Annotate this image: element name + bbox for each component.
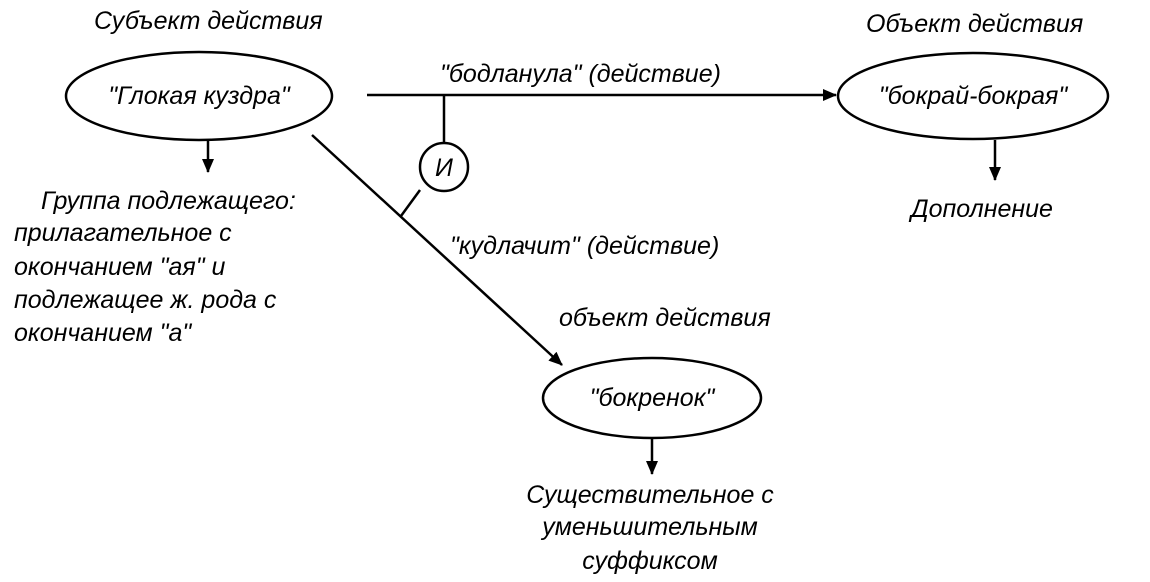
- subject-node-label: "Глокая куздра": [108, 82, 291, 110]
- subject-group-line: окончанием "а": [14, 319, 192, 347]
- noun-desc-line: Существительное с: [526, 481, 774, 509]
- junction-node-label: И: [435, 154, 453, 182]
- subject-group-line: окончанием "ая" и: [14, 253, 226, 281]
- object-bottom-node-label: "бокренок": [590, 384, 716, 412]
- action-diag-arrow: [311, 134, 563, 366]
- subject-node: [64, 50, 334, 142]
- subject-group-line: прилагательное с: [14, 219, 232, 247]
- complement-label: Дополнение: [911, 195, 1053, 223]
- action-diag-label: "кудлачит" (действие): [450, 232, 720, 260]
- subject-heading: Субъект действия: [94, 7, 323, 35]
- object-heading-top: Объект действия: [866, 10, 1084, 38]
- subject-group-line: Группа подлежащего:: [41, 187, 296, 215]
- object-top-node: [836, 51, 1110, 141]
- object-heading-bottom: объект действия: [559, 304, 771, 332]
- junction-node: [418, 141, 470, 193]
- junction-connector-diag: [399, 189, 422, 217]
- object-top-node-label: "бокрай-бокрая": [879, 82, 1069, 110]
- action-top-label: "бодланула" (действие): [440, 60, 721, 88]
- noun-desc-line: уменьшительным: [542, 513, 758, 541]
- noun-desc-line: суффиксом: [582, 547, 718, 575]
- subject-group-line: подлежащее ж. рода с: [14, 286, 277, 314]
